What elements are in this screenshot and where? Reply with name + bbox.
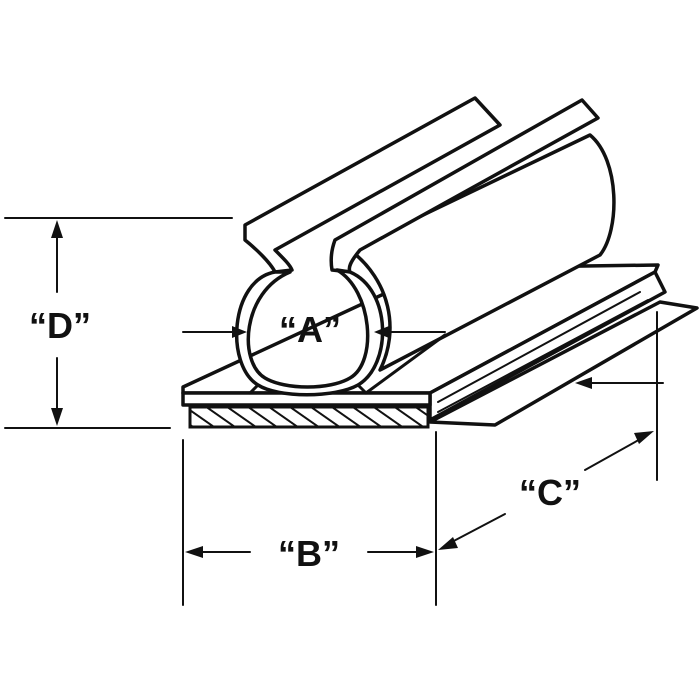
clip-cylinder-back [348, 133, 616, 372]
label-a: “A” [279, 309, 341, 350]
clip-front-profile [234, 268, 385, 397]
base-right-face [428, 270, 667, 422]
dim-c-arrow-lower [438, 537, 458, 550]
adhesive-edge-line [437, 291, 641, 403]
label-b: “B” [278, 533, 340, 574]
base-plate [181, 263, 699, 429]
dim-b-arrow-left [185, 546, 203, 558]
clip-body [234, 96, 616, 397]
release-liner [428, 300, 699, 427]
dim-c-line-upper [584, 436, 645, 471]
label-c: “C” [519, 472, 581, 513]
dim-a-arrow-right [374, 326, 389, 338]
label-d: “D” [29, 305, 91, 346]
dim-a-arrow-left [232, 326, 247, 338]
clip-left-flap [243, 96, 502, 274]
dimension-a: “A” [182, 309, 446, 350]
dim-c-extension-arrow [575, 377, 592, 389]
dim-b-arrow-right [416, 546, 434, 558]
dimension-c: “C” [438, 311, 664, 550]
dim-d-arrow-bottom [51, 408, 63, 426]
adhesive-edge-line-2 [437, 299, 649, 413]
dim-c-line-lower [447, 513, 506, 545]
dim-d-arrow-top [51, 220, 63, 238]
adhesive-layer-front [188, 405, 430, 429]
clip-foot-right [356, 383, 368, 395]
dimension-d: “D” [4, 217, 233, 429]
dimension-b: “B” [182, 431, 437, 606]
clip-base-edge [364, 333, 447, 395]
dim-c-arrow-upper [634, 431, 654, 444]
clip-foot-left [248, 383, 260, 395]
